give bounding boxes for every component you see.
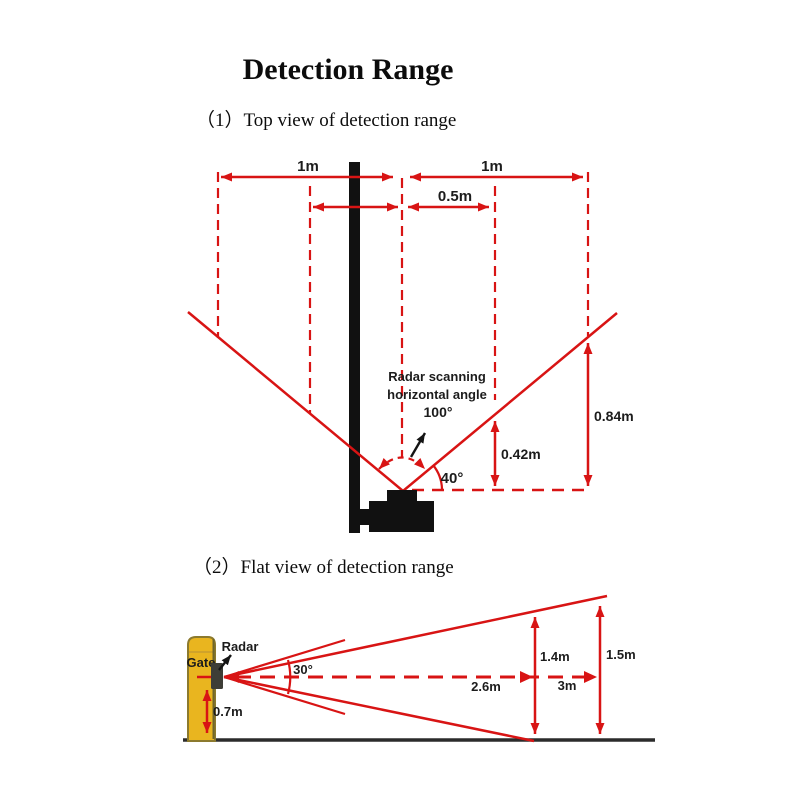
height-label-084: 0.84m xyxy=(594,408,634,424)
radar-mount xyxy=(356,509,370,525)
scan-angle-arc xyxy=(378,456,426,470)
scan-caption-line1: Radar scanning xyxy=(388,369,486,384)
beam-upper-inner-edge xyxy=(223,638,346,679)
height-label-042: 0.42m xyxy=(501,446,541,462)
beam-angle-arc xyxy=(286,659,292,695)
tilt-angle-arc xyxy=(432,464,444,490)
dimension-label-halfm: 0.5m xyxy=(438,188,472,205)
dimension-label-1m-left: 1m xyxy=(297,158,319,175)
scan-caption-line2: horizontal angle xyxy=(387,387,487,402)
page-title: Detection Range xyxy=(243,53,454,86)
radar-label: Radar xyxy=(222,639,259,654)
gate-label: Gate xyxy=(187,655,216,670)
beam-upper-edge xyxy=(223,594,608,679)
distance-arrowhead-far xyxy=(584,671,597,683)
scan-angle-pointer-arrow xyxy=(409,432,427,458)
mount-height-label: 0.7m xyxy=(213,704,243,719)
tilt-angle-label: 40° xyxy=(441,470,464,487)
radar-pointer-arrow xyxy=(218,654,232,671)
radar-body xyxy=(369,501,434,532)
beam-lower-edge xyxy=(223,675,535,743)
beam-angle-label: 30° xyxy=(293,662,313,677)
flat-view-group: Gate Radar 2.6m 3m 30° 0.7m 1.4m 1.5m xyxy=(183,594,655,743)
radar-device-top xyxy=(356,490,434,532)
distance-arrowhead-left xyxy=(226,671,239,683)
beam-lower-inner-edge xyxy=(223,675,346,716)
height-label-near: 1.4m xyxy=(540,649,570,664)
dimension-label-1m-right: 1m xyxy=(481,158,503,175)
gate-pole xyxy=(349,162,360,533)
distance-label-far: 3m xyxy=(558,678,577,693)
section-1-heading: （1）Top view of detection range xyxy=(196,109,456,131)
distance-arrowhead-near xyxy=(520,671,533,683)
section-2-heading: （2）Flat view of detection range xyxy=(193,556,454,578)
height-label-far: 1.5m xyxy=(606,647,636,662)
distance-label-near: 2.6m xyxy=(471,679,501,694)
radar-head xyxy=(387,490,417,501)
top-view-group: 1m 1m 0.5m 0.42m 0.84m Radar scanning ho… xyxy=(187,158,634,533)
scan-angle-label: 100° xyxy=(424,404,453,420)
